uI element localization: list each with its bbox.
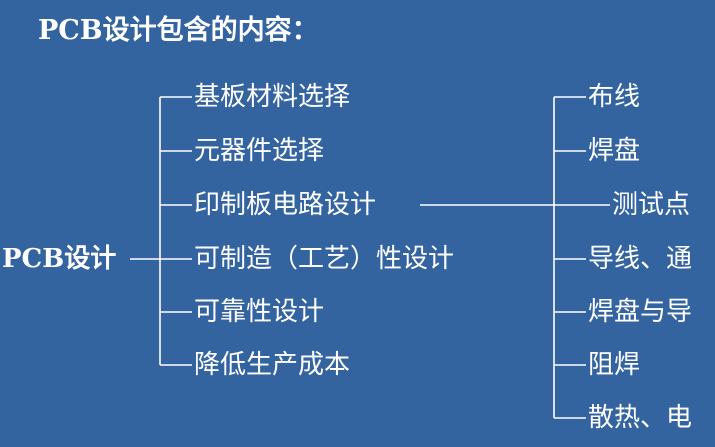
right-item-heat-dissipation: 散热、电	[588, 403, 693, 433]
middle-item-manufacturability: 可制造（工艺）性设计	[194, 244, 455, 274]
right-item-test-points: 测试点	[612, 190, 691, 220]
middle-item-component-selection: 元器件选择	[194, 136, 325, 166]
middle-item-substrate-material: 基板材料选择	[194, 82, 351, 112]
root-node: PCB设计	[2, 244, 117, 274]
middle-item-circuit-design: 印制板电路设计	[194, 190, 377, 220]
right-item-solder-mask: 阻焊	[588, 350, 641, 380]
slide-title: PCB设计包含的内容：	[38, 15, 319, 46]
right-item-pad-traces: 焊盘与导	[588, 297, 693, 327]
right-item-routing: 布线	[588, 82, 641, 112]
middle-item-cost-reduction: 降低生产成本	[194, 350, 351, 380]
middle-item-reliability: 可靠性设计	[194, 297, 325, 327]
right-item-pads: 焊盘	[588, 136, 641, 166]
right-item-traces-vias: 导线、通	[588, 244, 693, 274]
